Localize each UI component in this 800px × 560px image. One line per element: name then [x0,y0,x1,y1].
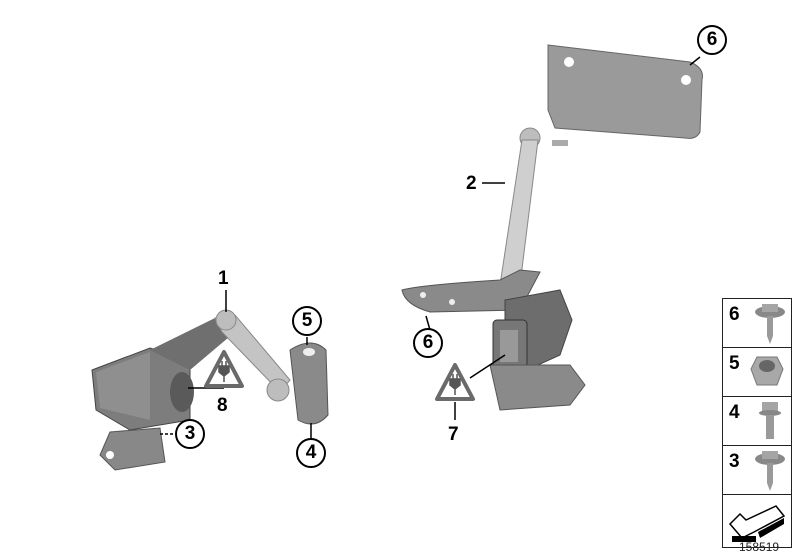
self-tapping-screw-icon [755,451,785,491]
height-sensor-right [401,44,703,411]
electrical-connector-warning-icon-8 [204,350,244,388]
legend-item-direction[interactable] [723,495,791,547]
callout-5[interactable]: 5 [292,306,322,336]
callout-8[interactable]: 8 [217,395,228,416]
electrical-connector-warning-icon-7 [435,363,475,401]
direction-arrow-icon [728,505,786,542]
image-id: 158519 [739,540,780,554]
callout-1[interactable]: 1 [218,268,229,289]
callout-3[interactable]: 3 [175,419,205,449]
hex-bolt-icon [759,402,781,439]
leader-lines [160,56,701,440]
legend-item-6[interactable]: 6 [723,299,791,348]
callout-6-top[interactable]: 6 [697,25,727,55]
callout-7[interactable]: 7 [448,424,459,445]
callout-4[interactable]: 4 [296,438,326,468]
callout-2[interactable]: 2 [466,173,477,194]
legend-item-5[interactable]: 5 [723,348,791,397]
legend-item-4[interactable]: 4 [723,397,791,446]
legend-item-3[interactable]: 3 [723,446,791,495]
hex-nut-icon [750,356,784,386]
self-tapping-screw-icon [755,304,785,344]
callout-6-bracket[interactable]: 6 [413,328,443,358]
fastener-legend: 6 5 4 3 [722,298,792,548]
height-sensor-left [91,309,329,471]
